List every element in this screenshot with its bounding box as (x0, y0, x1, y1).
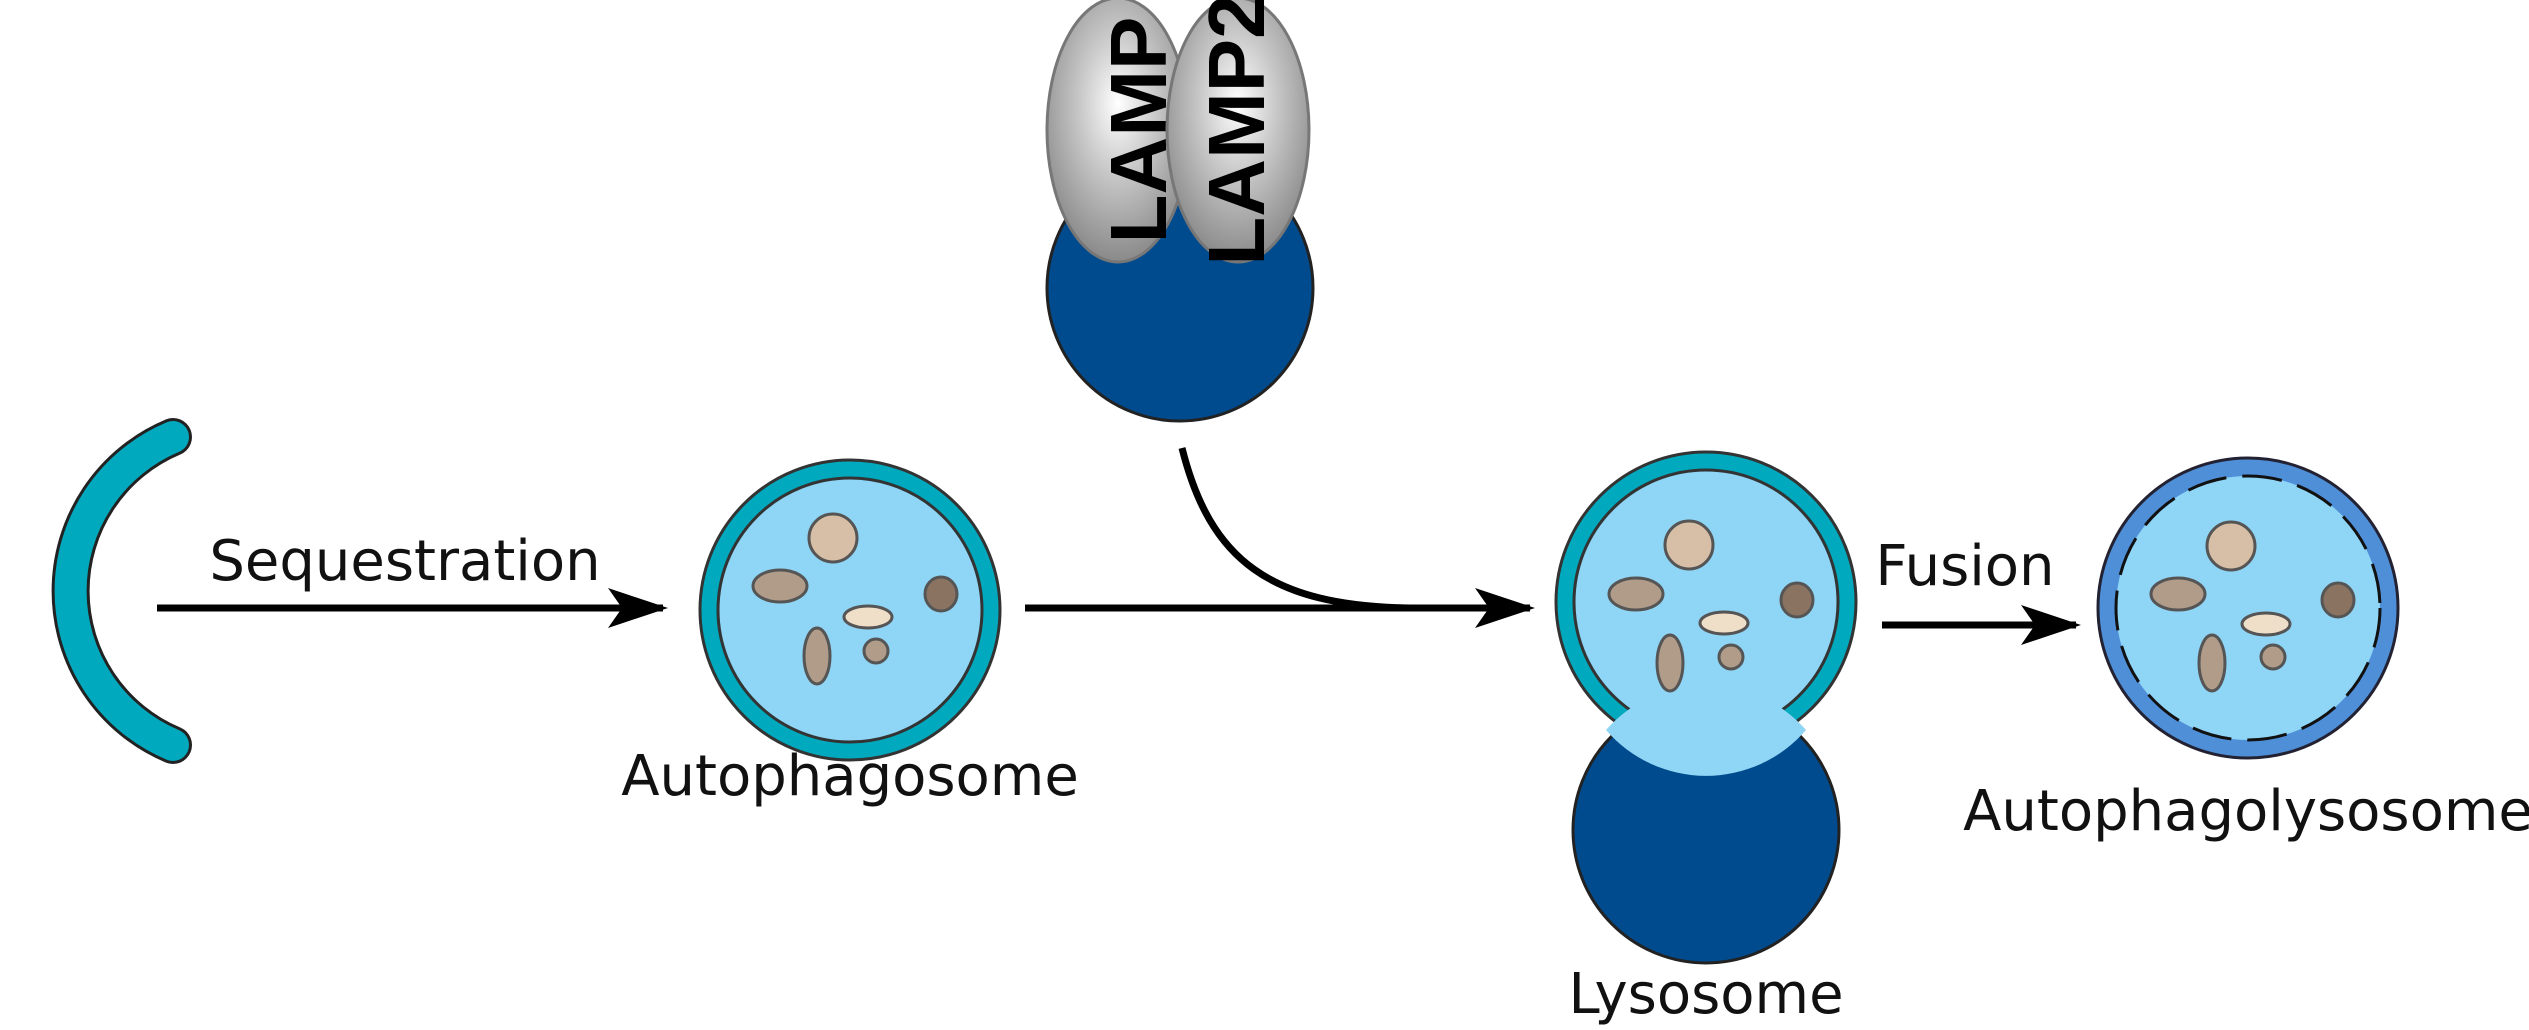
lysosome-label: Lysosome (1568, 962, 1843, 1027)
lamp2-protein: LAMP2 (1165, 0, 1311, 266)
cargo-group (751, 512, 959, 686)
docking-complex (1554, 450, 1858, 965)
lamp1-protein: LAMP (1045, 0, 1191, 264)
fusion-label: Fusion (1875, 534, 2054, 599)
phagophore (51, 418, 192, 764)
lamp2-label: LAMP2 (1192, 0, 1281, 266)
lysosome-with-lamp: LAMP LAMP2 (1045, 0, 1315, 423)
cargo-group (2149, 520, 2356, 693)
autophagolysosome (2096, 456, 2400, 760)
autophagosome-label: Autophagosome (621, 744, 1079, 809)
sequestration-label: Sequestration (209, 529, 600, 594)
autophagosome (698, 458, 1002, 762)
cargo-group (1607, 519, 1815, 693)
autophagolysosome-label: Autophagolysosome (1963, 779, 2529, 844)
lysosome-trafficking-curve (1178, 447, 1411, 612)
